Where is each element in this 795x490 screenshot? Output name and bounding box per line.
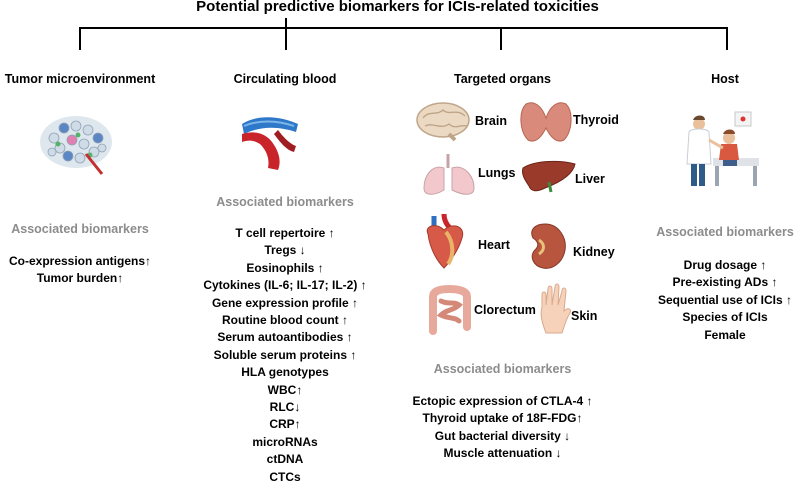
organs-biomarker-item: Muscle attenuation ↓ [443, 446, 562, 461]
organs-biomarker-list: Ectopic expression of CTLA-4 ↑ Thyroid up… [400, 393, 605, 463]
organ-label-brain: Brain [475, 114, 507, 128]
blood-biomarker-item: HLA genotypes [241, 365, 329, 380]
organ-label-thyroid: Thyroid [573, 113, 619, 127]
organ-label-liver: Liver [575, 172, 605, 186]
clorectum-icon [429, 284, 471, 335]
organ-label-skin: Skin [571, 309, 598, 323]
heart-icon [426, 213, 464, 269]
host-assoc-label: Associated biomarkers [656, 225, 794, 239]
organ-label-lungs: Lungs [478, 166, 516, 180]
organs-biomarker-item: Ectopic expression of CTLA-4 ↑ [412, 394, 593, 408]
tme-assoc-label: Associated biomarkers [11, 222, 149, 236]
blood-biomarker-item: microRNAs [252, 434, 318, 449]
blood-biomarker-item: T cell repertoire ↑ [235, 226, 335, 240]
blood-biomarker-item: CRP↑ [269, 417, 301, 432]
host-biomarker-item: Female [704, 327, 746, 342]
blood-vessel-icon [242, 117, 298, 170]
tree-connectors [79, 18, 728, 50]
blood-biomarker-item: CTCs [269, 469, 301, 484]
blood-biomarker-item: ctDNA [266, 452, 304, 467]
blood-biomarker-item: RLC↓ [269, 400, 301, 415]
brain-icon [416, 102, 470, 142]
organs-assoc-label: Associated biomarkers [433, 362, 572, 376]
liver-icon [522, 160, 576, 193]
blood-biomarker-item: Serum autoantibodies ↑ [217, 330, 353, 345]
skin-hand-icon [540, 283, 571, 334]
blood-biomarker-item: Soluble serum proteins ↑ [213, 347, 357, 362]
host-biomarker-item: Pre-existing ADs ↑ [672, 275, 778, 290]
doctor-patient-icon [686, 111, 759, 186]
organs-heading: Targeted organs [453, 72, 551, 86]
blood-biomarker-item: Gene expression profile ↑ [211, 295, 359, 310]
tme-biomarker-item: Co-expression antigens↑ [8, 254, 152, 268]
kidney-icon [531, 223, 566, 269]
host-biomarker-list: Drug dosage ↑ Pre-existing ADs ↑ Sequentia… [642, 257, 795, 344]
host-biomarker-item: Drug dosage ↑ [683, 258, 767, 272]
thyroid-icon [520, 102, 572, 142]
tme-biomarker-list: Co-expression antigens↑ Tumor burden↑ [0, 253, 160, 288]
blood-biomarker-item: Eosinophils ↑ [246, 260, 324, 275]
organs-biomarker-item: Thyroid uptake of 18F-FDG↑ [422, 411, 583, 426]
blood-heading: Circulating blood [233, 72, 337, 86]
organs-biomarker-item: Gut bacterial diversity ↓ [434, 428, 571, 443]
blood-biomarker-item: Cytokines (IL-6; IL-17; IL-2) ↑ [203, 278, 367, 293]
blood-biomarker-list: T cell repertoire ↑ Tregs ↓ Eosinophils ↑ C… [185, 225, 385, 486]
blood-biomarker-item: Routine blood count ↑ [222, 313, 348, 328]
lungs-icon [423, 154, 475, 195]
organ-label-heart: Heart [478, 238, 510, 252]
blood-assoc-label: Associated biomarkers [216, 195, 354, 209]
tumor-cells-icon [40, 116, 112, 175]
organ-label-kidney: Kidney [573, 245, 615, 259]
host-heading: Host [711, 72, 739, 86]
organ-label-clorectum: Clorectum [474, 303, 536, 317]
diagram-title: Potential predictive biomarkers for ICIs… [196, 0, 599, 15]
blood-biomarker-item: Tregs ↓ [264, 243, 306, 258]
blood-biomarker-item: WBC↑ [267, 382, 303, 397]
tme-biomarker-item: Tumor burden↑ [36, 271, 124, 286]
host-biomarker-item: Sequential use of ICIs ↑ [657, 292, 793, 307]
host-biomarker-item: Species of ICIs [682, 310, 768, 325]
tme-heading: Tumor microenvironment [4, 72, 156, 86]
